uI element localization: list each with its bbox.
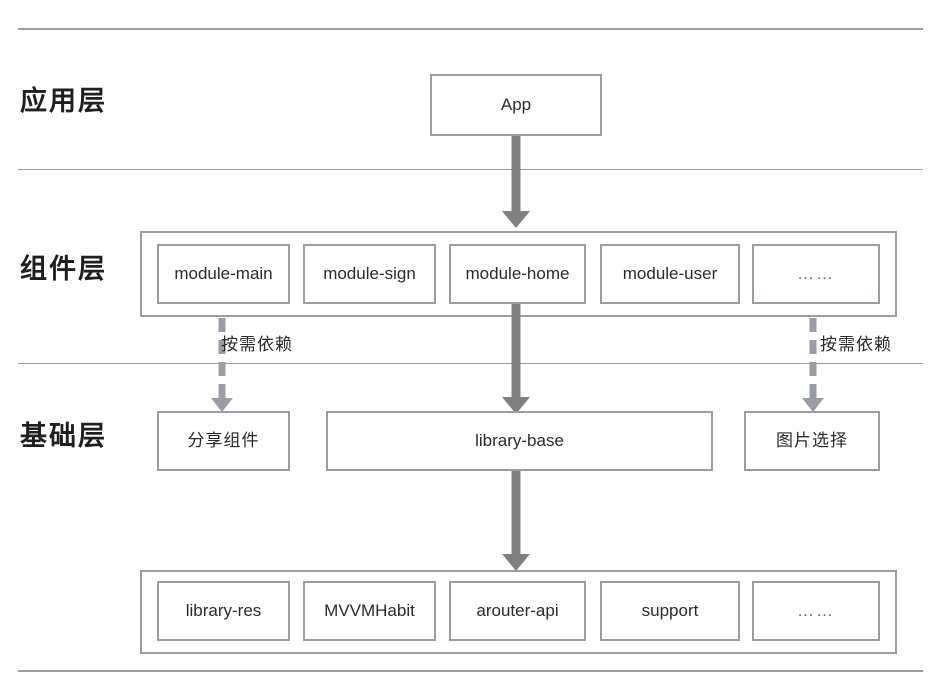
node-image-picker[interactable]: 图片选择 [744, 411, 880, 471]
arrow-app-to-component [501, 136, 531, 228]
divider-component-foundation [18, 363, 923, 364]
node-module-user[interactable]: module-user [600, 244, 740, 304]
node-library-res[interactable]: library-res [157, 581, 290, 641]
node-module-more[interactable]: …… [752, 244, 880, 304]
divider-application-component [18, 169, 923, 170]
divider-bottom [18, 670, 923, 672]
edge-label-on-demand-right: 按需依赖 [820, 335, 892, 354]
layer-title-foundation: 基础层 [20, 421, 107, 451]
arrow-library-base-to-libraries [501, 471, 531, 571]
arrow-module-more-to-image-picker [800, 318, 826, 412]
node-arouter-api[interactable]: arouter-api [449, 581, 586, 641]
node-share-component[interactable]: 分享组件 [157, 411, 290, 471]
node-support[interactable]: support [600, 581, 740, 641]
edge-label-on-demand-left: 按需依赖 [221, 335, 293, 354]
node-app[interactable]: App [430, 74, 602, 136]
node-module-main[interactable]: module-main [157, 244, 290, 304]
layer-title-application: 应用层 [20, 86, 107, 116]
node-mvvmhabit[interactable]: MVVMHabit [303, 581, 436, 641]
divider-top [18, 28, 923, 30]
node-library-more[interactable]: …… [752, 581, 880, 641]
arrow-module-main-to-share [209, 318, 235, 412]
node-module-home[interactable]: module-home [449, 244, 586, 304]
layer-title-component: 组件层 [20, 254, 107, 284]
arrow-module-home-to-library-base [501, 304, 531, 414]
node-module-sign[interactable]: module-sign [303, 244, 436, 304]
node-library-base[interactable]: library-base [326, 411, 713, 471]
